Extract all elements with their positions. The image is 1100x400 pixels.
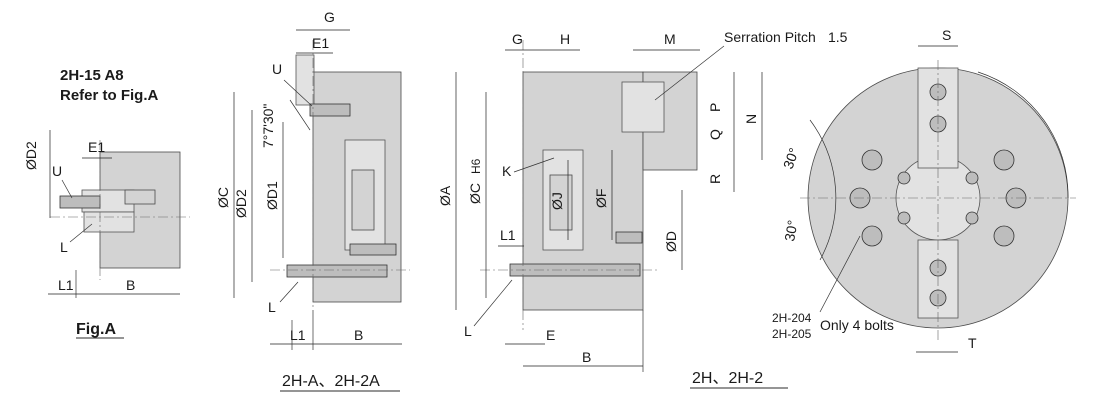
fig-a-d2-label: ØD2 bbox=[23, 141, 39, 170]
fig-a-l-leader bbox=[69, 223, 93, 243]
v3-q-label: Q bbox=[707, 129, 723, 140]
view-2h: G H M Serration Pitch 1.5 P N Q R ØA ØC … bbox=[437, 29, 848, 389]
fig-a: 2H-15 A8 Refer to Fig.A ØD2 E1 U L L1 B … bbox=[23, 67, 190, 339]
v4-angle2-label: 30° bbox=[781, 219, 800, 243]
v3-pitch-label: 1.5 bbox=[828, 29, 848, 45]
v2-angle-leader bbox=[289, 99, 311, 131]
v2-mid-bolt bbox=[349, 243, 397, 256]
v2-piston bbox=[351, 169, 375, 231]
v4-note-text: Only 4 bolts bbox=[820, 317, 894, 333]
v2-u-label: U bbox=[272, 61, 282, 77]
v4-inner-bolt-3 bbox=[897, 211, 911, 225]
v3-side-bolt bbox=[615, 231, 643, 244]
v2-u-bolt bbox=[309, 103, 351, 117]
fig-a-refer: Refer to Fig.A bbox=[60, 87, 159, 104]
v4-inner-bolt-2 bbox=[965, 171, 979, 185]
fig-a-u-label: U bbox=[52, 163, 62, 179]
v3-serration-leader bbox=[654, 45, 725, 101]
fig-a-e1-label: E1 bbox=[88, 139, 105, 155]
v2-u-leader bbox=[283, 79, 313, 107]
view-2h-a: G E1 U ØC ØD2 ØD1 7°7'30" L L1 B 2H-A、2H… bbox=[215, 9, 410, 392]
v3-l-label: L bbox=[464, 323, 472, 339]
v3-k-label: K bbox=[502, 163, 512, 179]
v3-l1-label: L1 bbox=[500, 227, 516, 243]
v4-angle1-label: 30° bbox=[780, 146, 802, 171]
v2-b-label: B bbox=[354, 327, 363, 343]
v3-n-label: N bbox=[743, 114, 759, 124]
v3-j-label: ØJ bbox=[549, 192, 565, 210]
v4-inner-bolt-1 bbox=[897, 171, 911, 185]
fig-a-step bbox=[83, 211, 135, 233]
v3-d-label: ØD bbox=[663, 231, 679, 252]
fig-a-caption: Fig.A bbox=[76, 321, 116, 338]
v3-f-label: ØF bbox=[593, 189, 609, 208]
v3-piston bbox=[549, 174, 573, 231]
v2-l1-label: L1 bbox=[290, 327, 306, 343]
v2-jaw-top bbox=[295, 54, 315, 106]
v4-bolt-1 bbox=[861, 149, 883, 171]
v4-bolt-2 bbox=[993, 149, 1015, 171]
v4-t-label: T bbox=[968, 335, 977, 351]
v2-g-label: G bbox=[324, 9, 335, 25]
v3-r-label: R bbox=[707, 174, 723, 184]
v3-b-label: B bbox=[582, 349, 591, 365]
v4-note-model-2: 2H-205 bbox=[772, 327, 812, 341]
v4-bolt-5 bbox=[861, 225, 883, 247]
fig-a-l1-label: L1 bbox=[58, 277, 74, 293]
v3-g-label: G bbox=[512, 31, 523, 47]
fig-a-bolt bbox=[59, 195, 101, 209]
v3-h-label: H bbox=[560, 31, 570, 47]
fig-a-model: 2H-15 A8 bbox=[60, 67, 124, 84]
fig-a-b-label: B bbox=[126, 277, 135, 293]
v3-p-label: P bbox=[707, 103, 723, 112]
v3-m-label: M bbox=[664, 31, 676, 47]
fig-a-l-label: L bbox=[60, 239, 68, 255]
v3-c-label: ØC bbox=[467, 183, 483, 204]
v2-l-label: L bbox=[268, 299, 276, 315]
v2-angle-label: 7°7'30" bbox=[260, 104, 276, 148]
v2-c-label: ØC bbox=[215, 187, 231, 208]
v3-a-label: ØA bbox=[437, 185, 453, 206]
v2-l-leader bbox=[279, 281, 299, 303]
v4-note-leader bbox=[819, 235, 861, 313]
v2-d1-label: ØD1 bbox=[264, 181, 280, 210]
v3-k-leader bbox=[513, 157, 555, 173]
v4-note-model-1: 2H-204 bbox=[772, 311, 812, 325]
v2-e1-label: E1 bbox=[312, 35, 329, 51]
v3-caption: 2H、2H-2 bbox=[692, 370, 763, 387]
v3-e-label: E bbox=[546, 327, 555, 343]
v2-caption: 2H-A、2H-2A bbox=[282, 373, 380, 390]
fig-a-u-leader bbox=[61, 179, 73, 199]
v4-inner-bolt-4 bbox=[965, 211, 979, 225]
v3-serration bbox=[621, 81, 665, 133]
v3-h6-label: H6 bbox=[469, 158, 483, 174]
v3-serration-label: Serration Pitch bbox=[724, 29, 816, 45]
view-front: S 30° 30° 2H-204 2H-205 Only 4 bolts T bbox=[772, 27, 1076, 353]
fig-a-plug bbox=[124, 189, 156, 205]
v3-l-leader bbox=[473, 279, 513, 327]
v4-bolt-6 bbox=[993, 225, 1015, 247]
v2-d2-label: ØD2 bbox=[233, 189, 249, 218]
v4-angle-arc bbox=[809, 119, 837, 261]
v4-s-label: S bbox=[942, 27, 951, 43]
v2-bottom-bolt bbox=[286, 264, 388, 278]
v4-rim-accent bbox=[977, 71, 1069, 199]
